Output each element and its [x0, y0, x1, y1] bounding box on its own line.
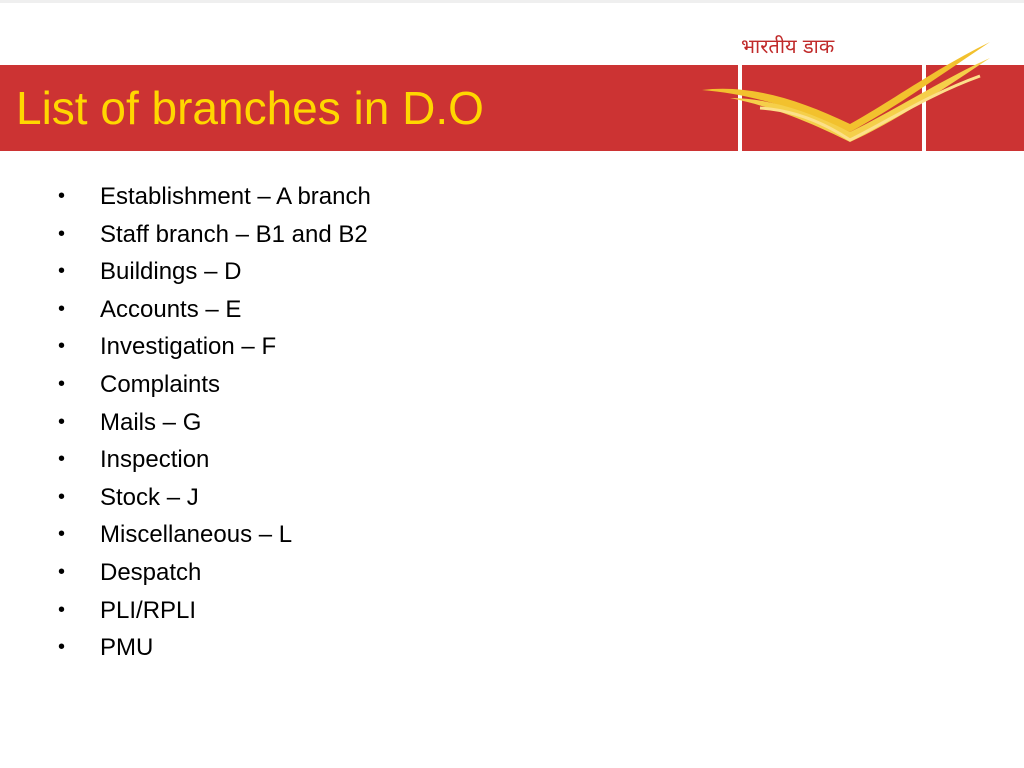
list-item-text: PMU	[100, 634, 154, 662]
bullet-icon: •	[58, 598, 66, 621]
bullet-icon: •	[58, 485, 66, 508]
bullet-icon: •	[58, 260, 66, 283]
list-item-text: Buildings – D	[100, 258, 242, 286]
top-rule	[0, 0, 1024, 3]
bullet-icon: •	[58, 560, 66, 583]
logo-text: भारतीय डाक	[741, 34, 835, 58]
bullet-icon: •	[58, 372, 66, 395]
list-item-text: Complaints	[100, 370, 221, 398]
bullet-icon: •	[58, 335, 66, 358]
slide-title: List of branches in D.O	[16, 82, 484, 134]
bullet-icon: •	[58, 410, 66, 433]
list-item-text: Investigation – F	[100, 333, 277, 361]
list-item-text: Miscellaneous – L	[100, 521, 293, 549]
bullet-icon: •	[58, 185, 66, 207]
list-item-text: Stock – J	[100, 483, 199, 511]
bullet-icon: •	[58, 636, 66, 659]
bullet-icon: •	[58, 297, 66, 320]
india-post-logo-icon	[702, 42, 990, 152]
bullet-icon: •	[58, 222, 66, 245]
bullet-icon: •	[58, 448, 66, 471]
bullet-icon: •	[58, 523, 66, 546]
list-item-text: Inspection	[100, 446, 210, 474]
list-item-text: Mails – G	[100, 408, 202, 436]
list-item-text: Establishment – A branch	[100, 183, 371, 210]
list-item-text: PLI/RPLI	[100, 596, 197, 624]
list-item-text: Staff branch – B1 and B2	[100, 220, 368, 248]
list-item-text: Despatch	[100, 558, 202, 586]
list-item-text: Accounts – E	[100, 295, 242, 323]
